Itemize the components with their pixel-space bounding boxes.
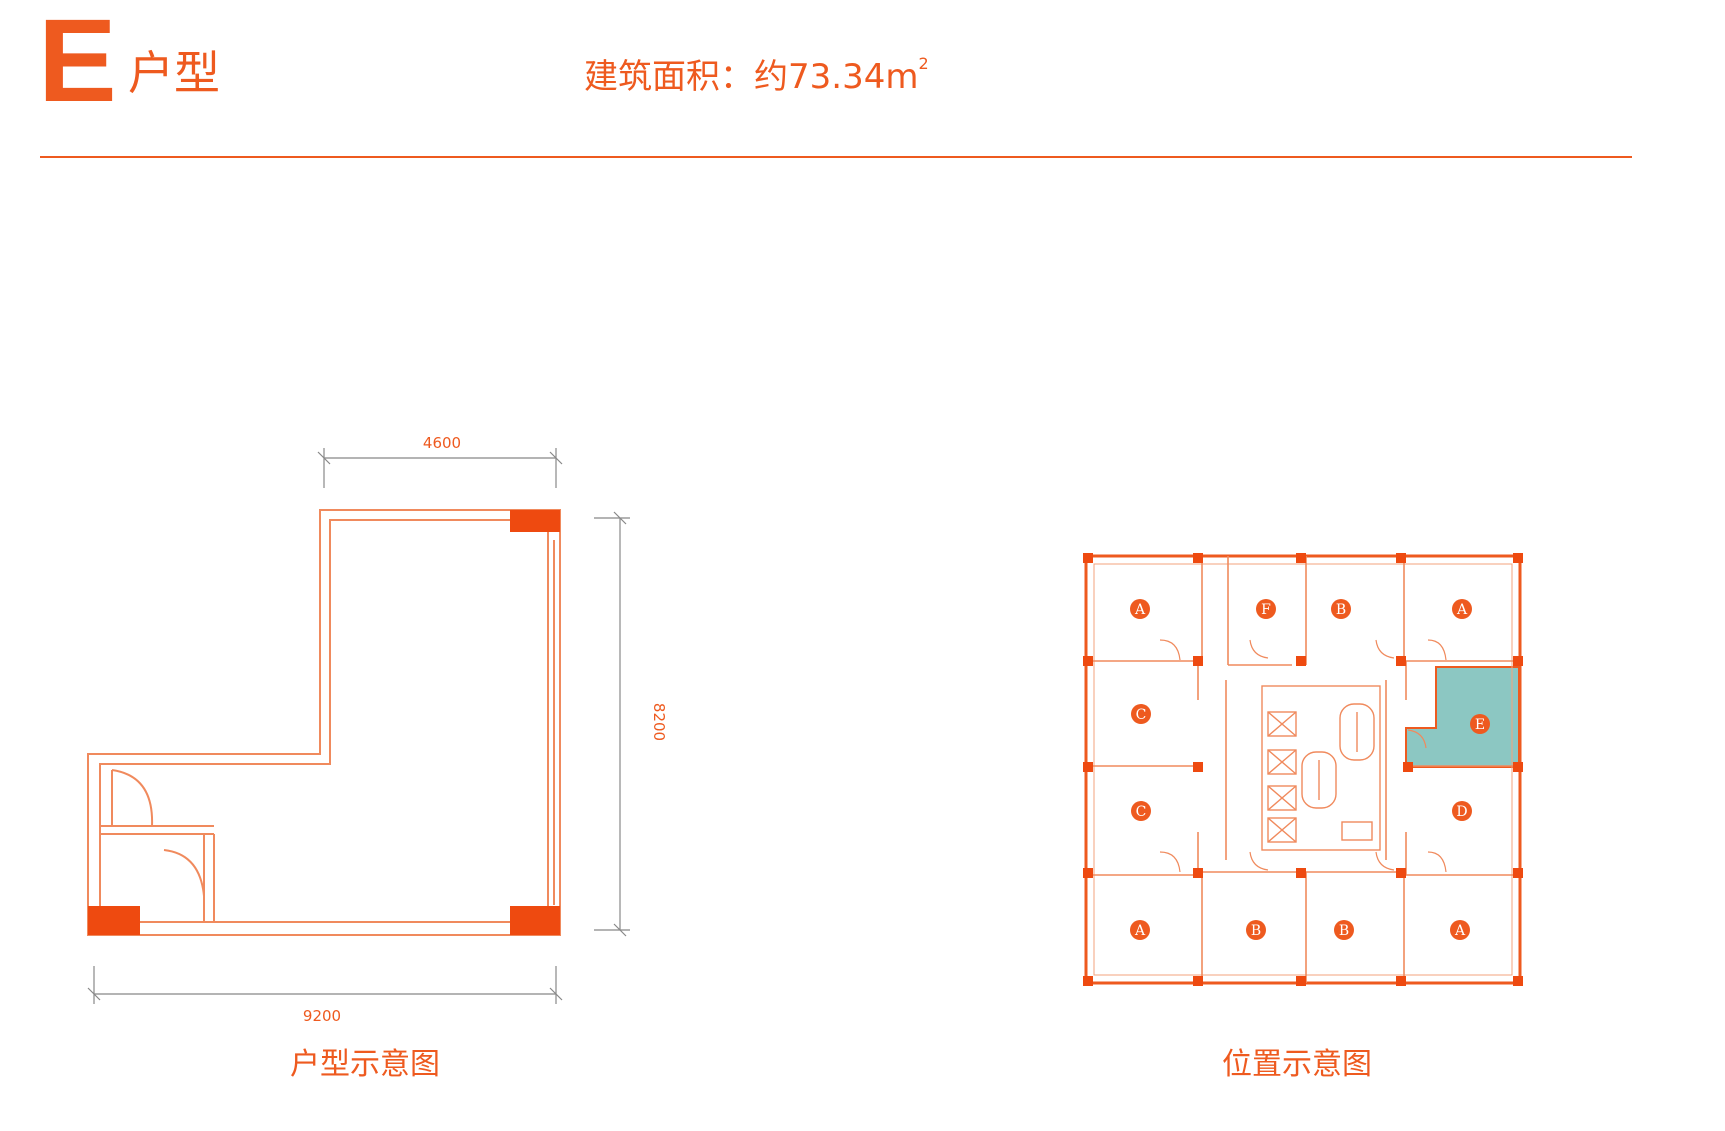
- column-bottom-left: [88, 906, 140, 935]
- dimension-top: [317, 448, 563, 488]
- dimension-right-value: 8200: [650, 703, 668, 741]
- column-bottom-right: [510, 906, 560, 935]
- unit-label: F: [1261, 602, 1271, 618]
- unit-badge-a-1: A: [1130, 599, 1150, 619]
- unit-label: D: [1456, 804, 1467, 820]
- elevator-core: [1261, 685, 1381, 851]
- location-plan-caption: 位置示意图: [1222, 1047, 1372, 1082]
- dimension-top-value: 4600: [423, 434, 461, 452]
- entry-door-swing: [111, 769, 154, 827]
- unit-label: C: [1136, 804, 1147, 820]
- unit-label: B: [1336, 602, 1346, 618]
- unit-label: C: [1136, 707, 1147, 723]
- unit-label: A: [1454, 923, 1466, 939]
- floor-plan-caption: 户型示意图: [290, 1047, 440, 1082]
- unit-outer-wall: [87, 509, 561, 936]
- site-columns: [1083, 553, 1523, 986]
- unit-type-suffix: 户型: [128, 46, 220, 100]
- unit-floor-plan: [87, 509, 561, 936]
- building-area: 建筑面积：约73.34m2: [584, 56, 929, 97]
- unit-badge-b-2: B: [1246, 920, 1266, 940]
- unit-badge-b-3: B: [1334, 920, 1354, 940]
- highlighted-unit-e: [1405, 666, 1520, 768]
- unit-label: B: [1339, 923, 1349, 939]
- inner-door-swing: [163, 849, 205, 897]
- dimension-bottom-value: 9200: [303, 1007, 341, 1025]
- unit-badge-c-1: C: [1131, 704, 1151, 724]
- location-plan: A F B A C E C D A B B A: [1083, 553, 1523, 986]
- unit-badge-a-2: A: [1452, 599, 1472, 619]
- unit-badge-f: F: [1256, 599, 1276, 619]
- unit-badge-d: D: [1452, 801, 1472, 821]
- unit-label: A: [1456, 602, 1468, 618]
- unit-label: A: [1134, 923, 1146, 939]
- unit-inner-wall: [99, 519, 549, 923]
- unit-badge-c-2: C: [1131, 801, 1151, 821]
- unit-label: E: [1475, 717, 1485, 733]
- unit-label: A: [1134, 602, 1146, 618]
- header-divider: [40, 156, 1632, 158]
- column-top-right: [510, 510, 560, 532]
- unit-badge-a-3: A: [1130, 920, 1150, 940]
- dimension-right: [594, 511, 630, 937]
- unit-badge-a-4: A: [1450, 920, 1470, 940]
- unit-label: B: [1251, 923, 1261, 939]
- unit-type-letter: E: [38, 0, 117, 127]
- area-unit-superscript: 2: [918, 54, 929, 73]
- building-area-value: 建筑面积：约73.34m: [584, 57, 919, 97]
- unit-badge-b-1: B: [1331, 599, 1351, 619]
- unit-badge-e: E: [1470, 714, 1490, 734]
- dimension-bottom: [87, 966, 563, 1004]
